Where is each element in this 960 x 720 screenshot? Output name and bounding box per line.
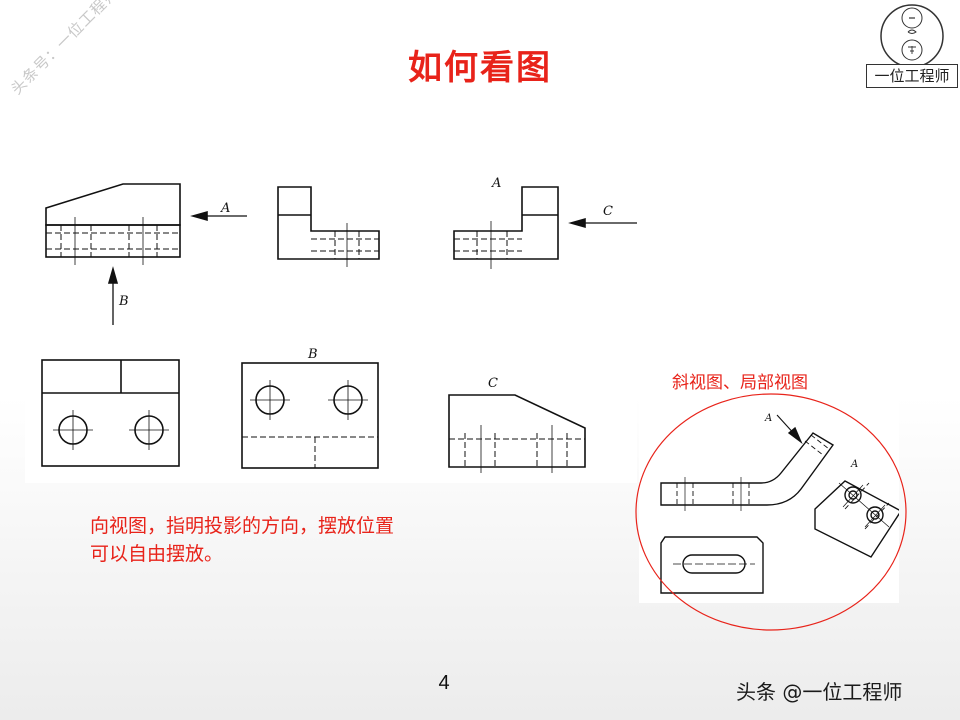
oblique-drawing: A A [660, 413, 903, 594]
view-b-label: B [307, 347, 318, 362]
page-number: 4 [438, 672, 450, 694]
arrow-c-label: C [603, 204, 613, 219]
arrow-a-label: A [220, 201, 230, 216]
footer-brand: 头条 @一位工程师 [736, 680, 903, 704]
highlight-ellipse [635, 393, 907, 631]
view-note: 向视图，指明投影的方向，摆放位置 可以自由摆放。 [90, 512, 490, 568]
logo-caption: 一位工程师 [866, 64, 958, 88]
oblique-arrow-a-label: A [764, 413, 772, 424]
view-c-label: C [488, 376, 498, 391]
oblique-view-heading: 斜视图、局部视图 [672, 373, 808, 393]
note-line-2: 可以自由摆放。 [90, 543, 224, 565]
oblique-view-a-label: A [850, 459, 858, 470]
logo-seal [880, 4, 944, 68]
page-title: 如何看图 [408, 48, 552, 88]
view-a-label: A [491, 176, 501, 191]
oblique-views-figure: A A [639, 397, 903, 603]
note-line-1: 向视图，指明投影的方向，摆放位置 [90, 515, 395, 537]
orthographic-views-figure: A B C A B C [25, 163, 637, 483]
views-drawing: A B C A B C [41, 176, 637, 473]
arrow-b-label: B [118, 294, 129, 309]
